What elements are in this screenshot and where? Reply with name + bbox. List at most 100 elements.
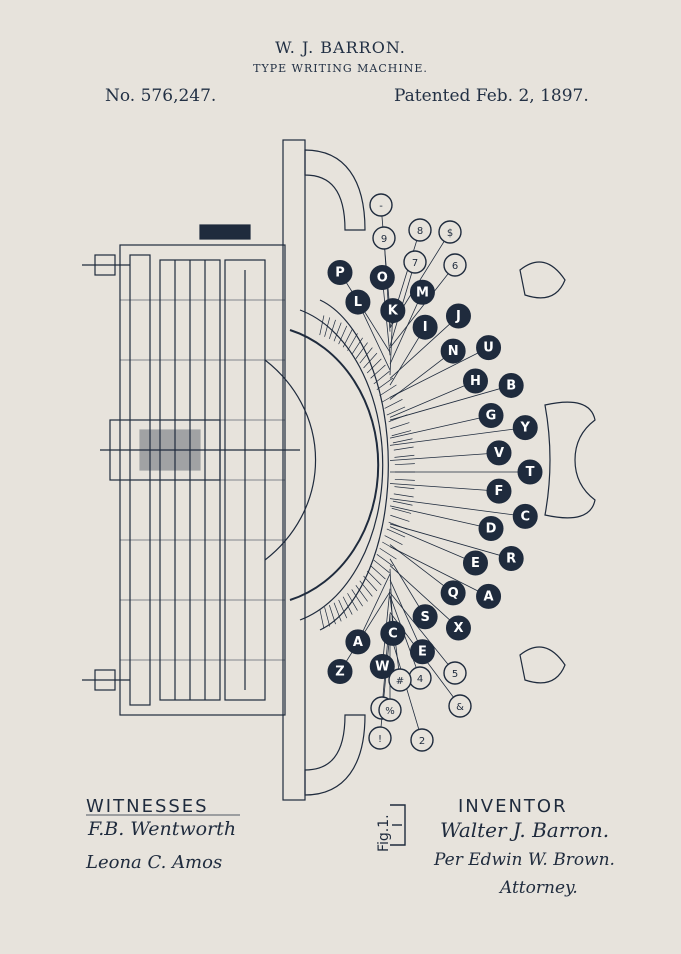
letter-key: I — [412, 314, 438, 340]
letter-key: P — [327, 260, 353, 285]
key-label: Z — [335, 665, 344, 680]
witness-signature-2: Leona C. Amos — [86, 852, 223, 873]
key-label: V — [494, 446, 504, 461]
symbol-key: 4 — [408, 666, 432, 690]
key-label: 6 — [452, 261, 458, 272]
letter-key: C — [512, 503, 538, 529]
key-label: U — [483, 341, 494, 356]
symbol-key: 6 — [443, 253, 467, 277]
key-label: F — [495, 484, 504, 499]
letter-key: X — [445, 615, 471, 641]
letter-key: Z — [327, 659, 353, 684]
symbol-key: # — [388, 668, 412, 692]
witnesses-label: WITNESSES — [86, 796, 209, 817]
key-label: J — [455, 309, 461, 324]
symbol-key: 9 — [372, 226, 396, 250]
key-label: Y — [520, 421, 531, 436]
letter-key: S — [412, 604, 438, 630]
patent-title: TYPE WRITING MACHINE. — [253, 62, 428, 75]
letter-key: A — [345, 629, 371, 655]
letter-key: B — [498, 372, 524, 398]
letter-key: K — [380, 298, 406, 324]
letter-key: E — [409, 639, 435, 665]
witness-signature-1: F.B. Wentworth — [88, 818, 237, 840]
key-label: G — [486, 409, 497, 424]
key-label: M — [416, 285, 429, 300]
patent-date: Patented Feb. 2, 1897. — [394, 86, 589, 106]
key-label: C — [520, 509, 530, 524]
letter-key: U — [476, 335, 502, 361]
letter-key: F — [486, 478, 512, 504]
platen-knob — [199, 224, 251, 240]
key-label: # — [396, 676, 404, 687]
symbol-key: & — [448, 694, 472, 718]
key-label: N — [448, 344, 459, 359]
key-label: K — [388, 304, 399, 319]
letter-key: Y — [512, 415, 538, 441]
letter-key: Q — [440, 580, 466, 606]
letter-key: L — [345, 289, 371, 315]
key-label: - — [379, 201, 383, 212]
letter-key: E — [462, 550, 488, 576]
letter-key: C — [380, 620, 406, 646]
attorney-signature: Per Edwin W. Brown. — [434, 850, 615, 870]
key-label: 8 — [417, 226, 423, 237]
key-label: % — [385, 706, 395, 717]
letter-key: H — [462, 368, 488, 394]
space-bar — [544, 401, 596, 519]
patent-number: No. 576,247. — [105, 86, 217, 106]
key-label: 2 — [419, 736, 425, 747]
attorney-title: Attorney. — [500, 878, 578, 898]
letter-key: R — [498, 546, 524, 572]
key-label: Q — [448, 586, 459, 601]
letter-key: A — [476, 583, 502, 609]
inventor-signature: Walter J. Barron. — [440, 818, 610, 842]
letter-key: O — [369, 265, 395, 291]
key-label: $ — [447, 228, 453, 239]
symbol-key: 5 — [443, 661, 467, 685]
key-label: B — [506, 378, 516, 393]
figure-label: Fig.1. — [376, 814, 392, 852]
key-label: & — [456, 702, 464, 713]
key-label: A — [353, 635, 363, 650]
key-label: E — [471, 556, 480, 571]
symbol-key: % — [378, 698, 402, 722]
key-label: D — [486, 521, 497, 536]
symbol-key: 7 — [403, 250, 427, 274]
key-label: H — [470, 374, 481, 389]
main-rail — [282, 139, 306, 801]
letter-key: N — [440, 338, 466, 364]
letter-key: D — [478, 515, 504, 541]
letter-key: T — [517, 459, 543, 485]
key-label: A — [484, 589, 494, 604]
key-label: X — [453, 621, 463, 636]
letter-key: J — [445, 303, 471, 329]
key-label: W — [375, 659, 389, 674]
letter-key: M — [409, 279, 435, 305]
symbol-key: $ — [438, 220, 462, 244]
symbol-key: 2 — [410, 728, 434, 752]
symbol-key: ! — [368, 726, 392, 750]
key-label: T — [526, 465, 535, 480]
key-label: 4 — [417, 674, 423, 685]
key-label: E — [418, 645, 427, 660]
key-label: R — [506, 552, 516, 567]
symbol-key: 8 — [408, 218, 432, 242]
letter-key: G — [478, 403, 504, 429]
key-label: I — [423, 320, 428, 335]
key-label: L — [354, 295, 362, 310]
key-label: S — [420, 610, 429, 625]
key-label: ! — [378, 734, 382, 745]
key-label: 9 — [381, 234, 387, 245]
inventor-name-heading: W. J. BARRON. — [275, 38, 406, 57]
letter-key: V — [486, 440, 512, 466]
letter-key: W — [369, 653, 395, 679]
key-label: 7 — [412, 258, 418, 269]
symbol-key: - — [369, 193, 393, 217]
key-label: P — [335, 266, 345, 281]
inventor-label: INVENTOR — [458, 796, 568, 817]
key-label: O — [377, 271, 388, 286]
key-label: 5 — [452, 669, 458, 680]
